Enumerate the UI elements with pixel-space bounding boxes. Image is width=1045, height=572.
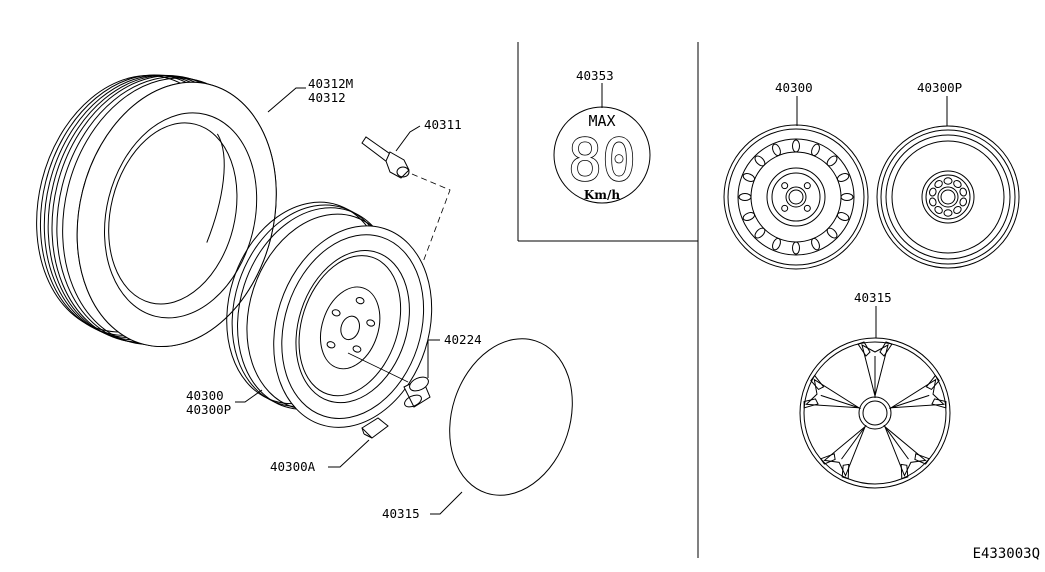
wheel-cover-spoke-right-vent [900, 463, 909, 480]
wheel-cover-spoke [883, 424, 931, 480]
speed-max-text: MAX [588, 112, 615, 130]
spare-wheel-part-number: 40300P [917, 80, 962, 95]
steel-wheel-slot [772, 237, 781, 251]
wheel-label: 40300 40300P [186, 388, 263, 417]
steel-wheel-bolt-hole [803, 204, 811, 212]
valve-illustration: 40311 [361, 117, 462, 346]
wheel-cover-spoke-left-vent [857, 341, 871, 357]
spare-wheel-front-view: 40300P [876, 80, 1020, 269]
speed-label-part-number: 40353 [576, 68, 614, 83]
steel-wheel-front-view: 40300 [723, 80, 869, 270]
spare-wheel-slot [934, 180, 943, 189]
steel-wheel-slot [840, 193, 854, 201]
steel-wheel-slot [754, 227, 766, 239]
spare-wheel-slot [953, 205, 962, 214]
valve-part-number: 40311 [424, 117, 462, 132]
steel-wheel-slot [811, 237, 820, 251]
spare-wheel-slot [934, 205, 943, 214]
spare-wheel-slot [928, 197, 937, 207]
wheel-cover-spoke-left-vent [803, 398, 819, 409]
tire-part-number-2: 40312 [308, 90, 346, 105]
steel-wheel-bolt-hole [781, 204, 789, 212]
wheel-cover-spoke-right-vent [819, 453, 836, 465]
spare-wheel-slot [943, 209, 953, 217]
steel-wheel-slot [826, 155, 838, 167]
tire-part-number-1: 40312M [308, 76, 353, 91]
wheel-cover-spoke-right-vent [810, 374, 825, 391]
steel-wheel-illustration [226, 201, 433, 428]
lug-nut-part-number: 40224 [444, 332, 482, 347]
steel-wheel-slot [826, 227, 838, 239]
wheel-cover-spoke-ridge [883, 424, 909, 460]
balance-weight-illustration: 40300A [270, 417, 389, 474]
wheel-cover-spoke-left-vent [925, 374, 940, 391]
wheel-cover-spoke-ridge [841, 424, 867, 460]
steel-wheel-bolt-hole [803, 182, 811, 190]
wheel-part-number-1: 40300 [186, 388, 224, 403]
steel-wheel-slot [754, 155, 766, 167]
wheel-part-number-2: 40300P [186, 402, 231, 417]
steel-wheel-slot [792, 139, 800, 153]
wheel-cover-disc-illustration: 40315 [382, 338, 573, 521]
spare-wheel-slot [959, 197, 968, 207]
wheel-cover-spoke-ridge [889, 394, 930, 409]
steel-wheel-slot [738, 193, 752, 201]
wheel-cover-spoke [889, 374, 947, 409]
steel-wheel-part-number: 40300 [775, 80, 813, 95]
wheel-cover-spoke-outline [823, 426, 866, 477]
tire-label: 40312M 40312 [267, 76, 353, 113]
balance-weight-part-number: 40300A [270, 459, 316, 474]
panel-dividers [517, 42, 699, 558]
wheel-cover-spoke-ridge [820, 394, 861, 409]
wheel-cover-spoke-outline [861, 344, 889, 397]
steel-wheel-slot [811, 143, 820, 157]
speed-value-text: 80 [568, 126, 636, 194]
steel-wheel-slot [772, 143, 781, 157]
steel-wheel-slot [836, 212, 850, 221]
steel-wheel-slot [792, 241, 800, 255]
steel-wheel-slot [742, 212, 756, 221]
steel-wheel-bolt-hole [781, 182, 789, 190]
wheel-cover-left-part-number: 40315 [382, 506, 420, 521]
wheel-cover-spoke-right-vent [879, 341, 893, 357]
spare-wheel-slot [953, 180, 962, 189]
wheel-cover-spoke-outline [805, 378, 860, 409]
wheel-cover-spoke-right-vent [931, 398, 947, 409]
diagram-code: E433003Q [973, 546, 1040, 562]
spare-wheel-slot [959, 187, 968, 197]
wheel-cover-spoke-left-vent [841, 463, 850, 480]
wheel-cover-spoke-left-vent [914, 453, 931, 465]
speed-unit-text: Km/h [584, 188, 621, 202]
wheel-cover-spoke [803, 374, 861, 409]
spare-wheel-slot [928, 187, 937, 197]
wheel-cover-front-view: 40315 [799, 290, 951, 489]
wheel-cover-part-number: 40315 [854, 290, 892, 305]
steel-wheel-slot [836, 173, 850, 182]
spare-wheel-slot [943, 177, 953, 185]
tire-illustration [36, 74, 277, 348]
wheel-cover-spoke-outline [890, 378, 945, 409]
lug-nut-illustration: 40224 [347, 332, 482, 408]
steel-wheel-slot [742, 173, 756, 182]
wheel-cover-spoke [857, 341, 893, 398]
wheel-cover-spoke-outline [884, 426, 927, 477]
wheel-cover-spoke [819, 424, 867, 480]
speed-label-sticker: 40353 MAX 80 Km/h [553, 68, 651, 204]
